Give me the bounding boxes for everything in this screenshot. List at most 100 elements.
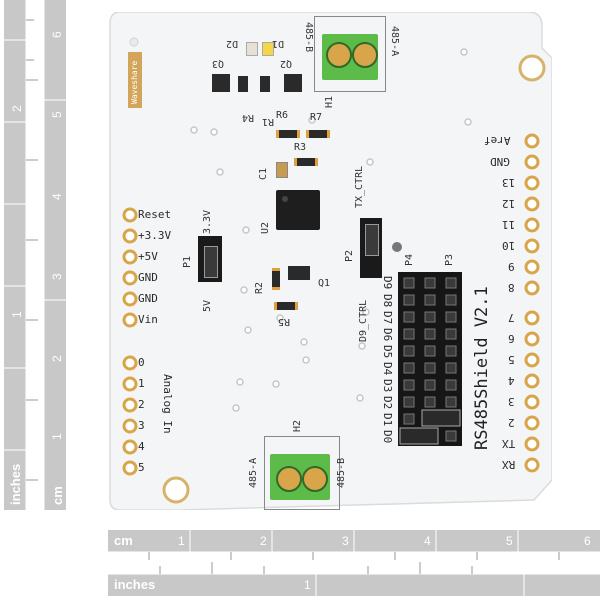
waveshare-logo-text: Waveshare xyxy=(130,60,139,104)
digital-pin-13: 13 xyxy=(502,176,516,189)
vertical-cm-number-4: 4 xyxy=(50,193,64,200)
pin-label-5v: +5V xyxy=(138,250,158,263)
p3-label: P3 xyxy=(444,253,455,266)
c1-label: C1 xyxy=(258,167,269,180)
r4-label: R4 xyxy=(242,112,255,123)
p4-header-pins xyxy=(399,277,461,445)
p2-jumper-cap xyxy=(365,224,379,256)
digital-pin-12: 12 xyxy=(502,197,516,210)
horizontal-cm-number-1: 1 xyxy=(178,534,185,548)
digital-pin-6: 6 xyxy=(508,332,515,345)
horizontal-inch-number-1: 1 xyxy=(304,578,311,592)
digital-pin-5: 5 xyxy=(508,353,515,366)
vertical-cm-number-3: 3 xyxy=(50,273,64,280)
vertical-cm-number-6: 6 xyxy=(50,31,64,38)
p1-bottom-label: 5V xyxy=(202,299,213,312)
q2-transistor xyxy=(284,74,302,92)
left-power-header xyxy=(122,207,138,328)
h2-terminal-outline xyxy=(264,436,340,510)
h1-terminal-outline xyxy=(314,16,386,92)
digital-pin-gnd: GND xyxy=(490,155,510,168)
r7-resistor xyxy=(306,130,330,138)
q1-transistor xyxy=(288,266,310,280)
h2-terminal-block xyxy=(270,454,330,500)
analog-pin-4: 4 xyxy=(138,440,145,453)
r5-label: R5 xyxy=(278,316,291,327)
r2-resistor xyxy=(272,268,280,290)
vertical-inch-number-1: 1 xyxy=(10,311,24,318)
analog-pin-5: 5 xyxy=(138,461,145,474)
h2-right-label: 485-B xyxy=(336,457,347,488)
d1-label: D1 xyxy=(272,38,285,49)
p1-label: P1 xyxy=(182,255,193,268)
horizontal-cm-number-3: 3 xyxy=(342,534,349,548)
h1-label: H1 xyxy=(324,95,335,108)
horizontal-ruler-ticks xyxy=(108,530,600,596)
u2-chip xyxy=(276,190,320,230)
board-title: RS485Shield V2.1 xyxy=(472,286,492,450)
digital-pin-7: 7 xyxy=(508,311,515,324)
p4-pin-d1: D1 xyxy=(381,413,394,427)
u2-pin1-marker xyxy=(282,196,288,202)
horizontal-cm-number-4: 4 xyxy=(424,534,431,548)
h1-left-label: 485-B xyxy=(303,22,314,53)
digital-pin-rx: RX xyxy=(502,458,516,471)
analog-header xyxy=(122,355,138,476)
pcb-board: Waveshare H1 485-B 485-A D2 D1 Q3 Q2 R4 … xyxy=(108,12,552,510)
q3-label: Q3 xyxy=(212,58,225,69)
horizontal-ruler-inch-strip xyxy=(108,574,600,596)
p1-jumper-cap xyxy=(204,246,218,278)
digital-pin-4: 4 xyxy=(508,374,515,387)
analog-pin-1: 1 xyxy=(138,377,145,390)
vertical-ruler: inches cm 1 2 1 2 3 4 5 6 xyxy=(4,0,66,510)
h2-label: H2 xyxy=(292,419,303,432)
r7-label: R7 xyxy=(310,112,323,123)
d2-label: D2 xyxy=(226,38,239,49)
digital-pin-aref: Aref xyxy=(484,134,511,147)
vertical-ruler-ticks xyxy=(4,0,66,510)
horizontal-cm-number-5: 5 xyxy=(506,534,513,548)
h2-screw-1 xyxy=(276,466,302,492)
q1-label: Q1 xyxy=(318,278,331,289)
digital-pin-3: 3 xyxy=(508,395,515,408)
p4-pin-d4: D4 xyxy=(381,362,394,376)
digital-pin-10: 10 xyxy=(502,239,516,252)
horizontal-cm-number-6: 6 xyxy=(584,534,591,548)
right-digital-header xyxy=(524,133,540,473)
vertical-cm-number-1: 1 xyxy=(50,433,64,440)
vertical-inch-number-2: 2 xyxy=(10,105,24,112)
analog-pin-3: 3 xyxy=(138,419,145,432)
pin-label-gnd-1: GND xyxy=(138,271,158,284)
p4-pin-d6: D6 xyxy=(381,328,394,342)
p1-top-label: 3.3V xyxy=(202,209,213,234)
h2-screw-2 xyxy=(302,466,328,492)
h1-right-label: 485-A xyxy=(389,26,400,57)
r5-resistor xyxy=(274,302,298,310)
digital-pin-9: 9 xyxy=(508,260,515,273)
p4-pin-d7: D7 xyxy=(381,311,394,325)
tx-ctrl-label: TX_CTRL xyxy=(354,165,365,208)
p2-label: P2 xyxy=(344,249,355,262)
analog-pin-0: 0 xyxy=(138,356,145,369)
h1-terminal-block xyxy=(322,34,378,80)
p2-via xyxy=(392,242,402,252)
c1-capacitor xyxy=(276,162,288,178)
d9-ctrl-label: D9_CTRL xyxy=(358,299,369,342)
vertical-inches-label: inches xyxy=(8,463,23,505)
vertical-ruler-inch-strip xyxy=(44,0,66,510)
r3-resistor xyxy=(294,158,318,166)
vertical-cm-number-2: 2 xyxy=(50,355,64,362)
p4-pin-d8: D8 xyxy=(381,294,394,308)
vertical-cm-label: cm xyxy=(50,486,65,505)
p4-pin-d5: D5 xyxy=(381,345,394,359)
digital-pin-8: 8 xyxy=(508,281,515,294)
d1-led xyxy=(262,42,274,56)
r1-label: R1 xyxy=(262,116,275,127)
vertical-ruler-cm-strip xyxy=(4,0,26,510)
r2-label: R2 xyxy=(254,281,265,294)
p4-pin-d2: D2 xyxy=(381,396,394,410)
r6-label: R6 xyxy=(276,110,289,121)
r3-label: R3 xyxy=(294,142,307,153)
horizontal-inches-label: inches xyxy=(114,577,156,592)
p4-pin-d3: D3 xyxy=(381,379,394,393)
